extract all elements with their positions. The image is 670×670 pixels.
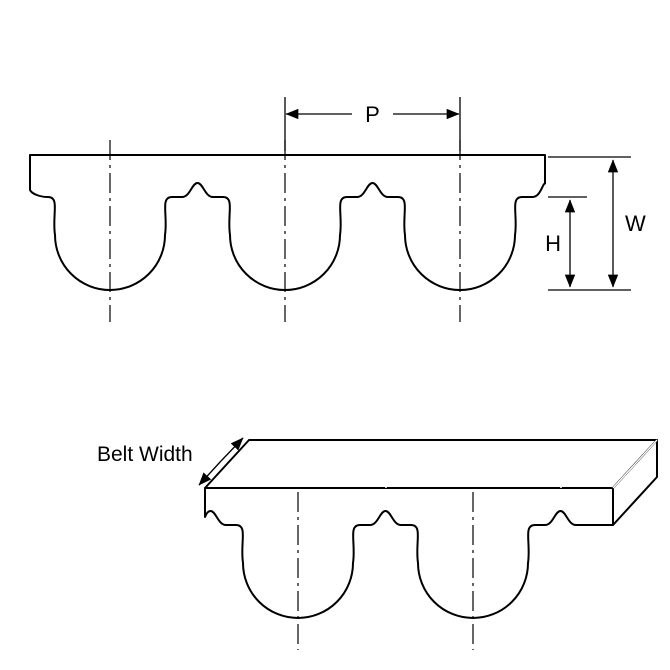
belt-width-arrow-up (220, 437, 244, 462)
top-end-edge-highlight (612, 439, 658, 489)
belt-width-label: Belt Width (97, 443, 193, 466)
belt-width-arrow-down (198, 460, 222, 486)
belt-profile-outline (29, 154, 546, 291)
pitch-label: P (365, 102, 380, 127)
height-label: H (545, 231, 561, 256)
pitch-dimension: P (284, 97, 461, 151)
depth-label: W (625, 211, 646, 236)
depth-dimension: W (548, 156, 646, 291)
belt-width-dimension: Belt Width (97, 437, 244, 486)
belt-top-face (204, 439, 658, 489)
perspective-view: Belt Width (97, 437, 658, 650)
profile-view: P W H (29, 97, 646, 322)
groove-marks (253, 441, 605, 488)
belt-front-profile (204, 487, 614, 619)
tooth-height-dimension: H (545, 196, 587, 288)
